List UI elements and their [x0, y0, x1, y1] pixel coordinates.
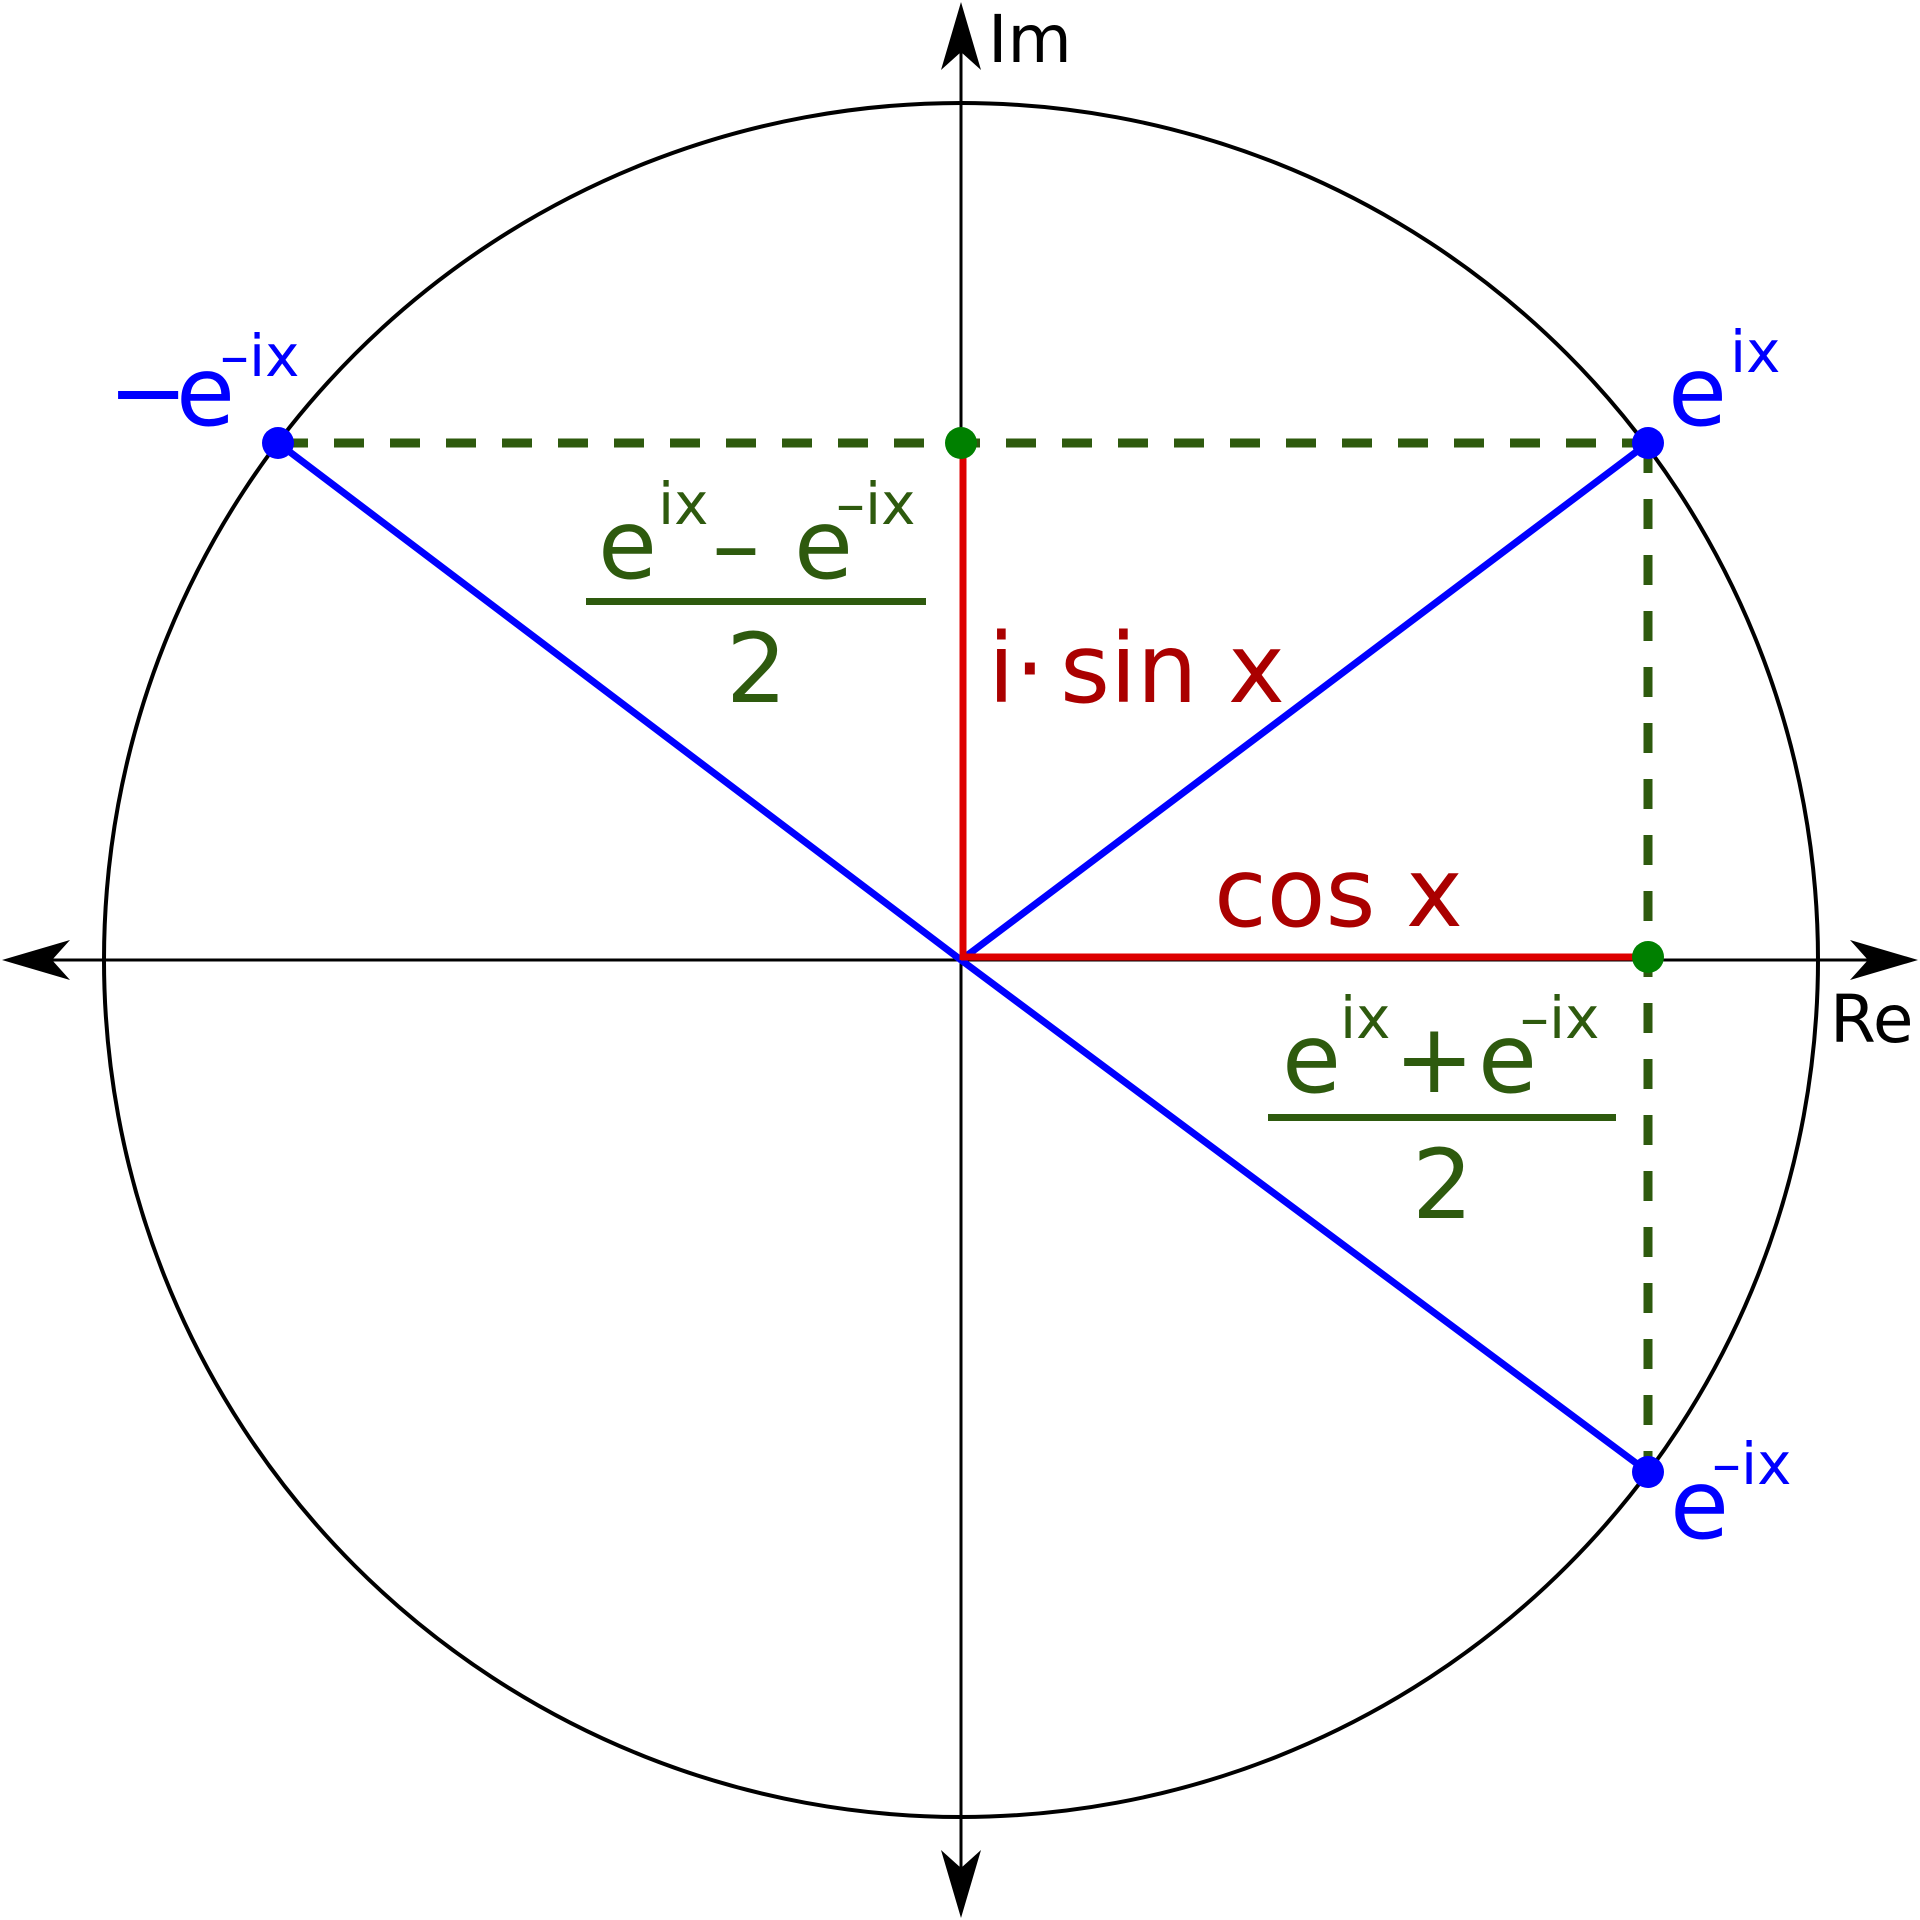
label-e-ix: eix [1668, 318, 1780, 448]
arrow-right-icon [1850, 940, 1918, 980]
cos-formula-denominator: 2 [1412, 1129, 1473, 1241]
cos-formula: eix+e–ix 2 [1268, 984, 1616, 1241]
arrow-left-icon [2, 940, 70, 980]
point-sin-projection [945, 427, 977, 459]
label-i-sin-x: i·sin x [988, 613, 1285, 725]
point-neg-e-minus-ix [262, 427, 294, 459]
sin-formula-numerator: eix–e–ix [598, 470, 915, 601]
radius-to-neg-e-minus-ix [275, 440, 964, 963]
label-e-minus-ix: e–ix [1670, 1430, 1791, 1561]
real-axis-label: Re [1830, 981, 1914, 1058]
point-cos-projection [1632, 941, 1664, 973]
label-neg-e-minus-ix: −e–ix [108, 322, 299, 448]
point-e-ix [1632, 427, 1664, 459]
cos-formula-numerator: eix+e–ix [1282, 984, 1599, 1115]
sin-formula: eix–e–ix 2 [586, 470, 926, 725]
arrow-up-icon [941, 2, 981, 70]
sin-formula-fraction-bar [586, 598, 926, 605]
point-e-minus-ix [1632, 1456, 1664, 1488]
imaginary-axis-label: Im [988, 1, 1072, 78]
radius-to-e-ix [958, 440, 1651, 963]
radius-to-e-minus-ix [958, 957, 1651, 1475]
arrow-down-icon [941, 1850, 981, 1918]
cos-formula-fraction-bar [1268, 1114, 1616, 1121]
label-cos-x: cos x [1214, 837, 1463, 949]
sin-formula-denominator: 2 [726, 613, 787, 725]
